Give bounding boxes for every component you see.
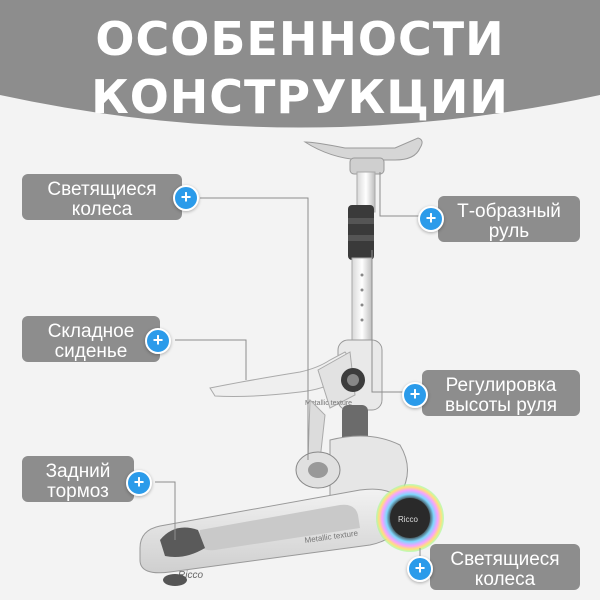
callout-line-1: Светящиеся (47, 179, 157, 200)
header: ОСОБЕННОСТИ КОНСТРУКЦИИ (0, 0, 600, 150)
callout-line-2: руль (488, 221, 530, 242)
plus-icon[interactable]: + (407, 556, 433, 582)
callout-glowing-wheels-bottom: Светящиеся колеса (430, 544, 580, 590)
callout-line-2: тормоз (47, 481, 109, 502)
callout-line-1: Регулировка (445, 375, 557, 396)
callout-rear-brake: Задний тормоз (22, 456, 134, 502)
plus-icon[interactable]: + (402, 382, 428, 408)
callout-t-handle: Т-образный руль (438, 196, 580, 242)
callout-line-2: высоты руля (444, 395, 558, 416)
callout-line-1: Складное (47, 321, 135, 342)
callout-line-2: колеса (71, 199, 133, 220)
plus-icon[interactable]: + (418, 206, 444, 232)
seat-text: Metallic texture (305, 400, 352, 407)
plus-icon[interactable]: + (145, 328, 171, 354)
callout-line-2: колеса (474, 569, 536, 590)
callout-folding-seat: Складное сиденье (22, 316, 160, 362)
callout-line-1: Т-образный (457, 201, 561, 222)
callout-line-1: Задний (45, 461, 111, 482)
plus-icon[interactable]: + (173, 185, 199, 211)
callout-lines (155, 172, 442, 560)
plus-icon[interactable]: + (126, 470, 152, 496)
callout-line-1: Светящиеся (450, 549, 560, 570)
title-line-2: КОНСТРУКЦИИ (91, 70, 509, 124)
callout-glowing-wheels-top: Светящиеся колеса (22, 174, 182, 220)
brand-logo-deck: Ricco (178, 570, 203, 581)
title-line-1: ОСОБЕННОСТИ (95, 12, 505, 66)
callout-line-2: сиденье (54, 341, 128, 362)
brand-logo-wheel: Ricco (398, 515, 419, 524)
callout-height-adjust: Регулировка высоты руля (422, 370, 580, 416)
header-background (0, 0, 600, 128)
t-handle-shape (303, 137, 423, 175)
